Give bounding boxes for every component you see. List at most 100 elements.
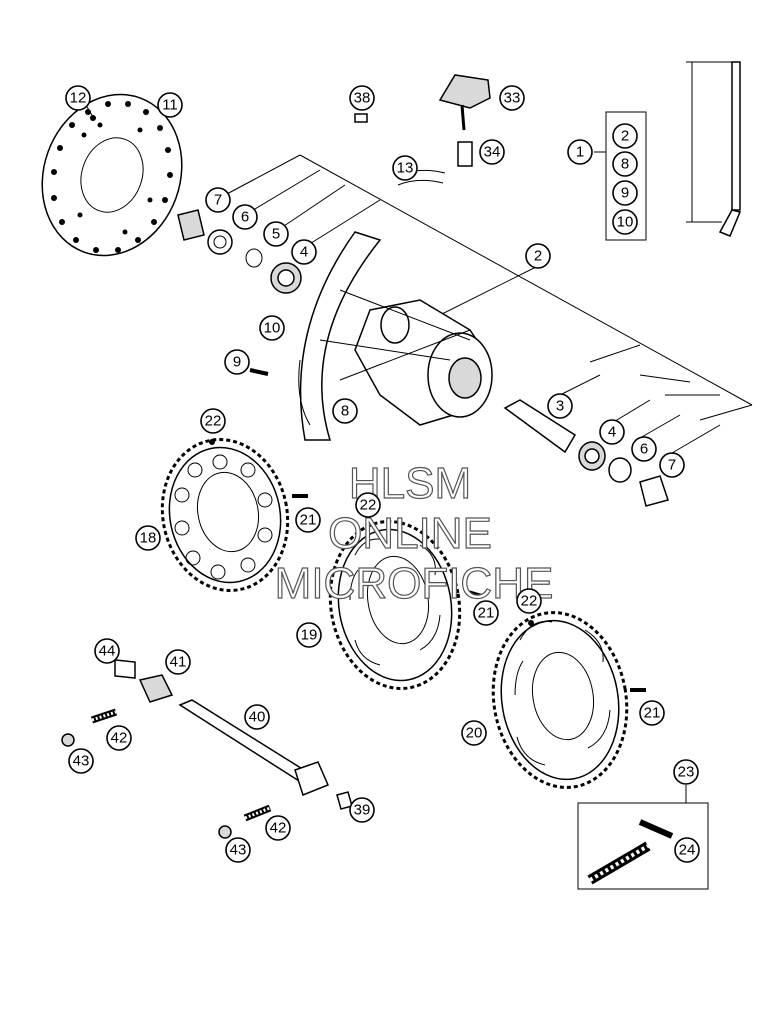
callout-label: 5 [272, 226, 280, 243]
right-bearing-stack [503, 399, 669, 507]
callout-10: 10 [612, 209, 638, 235]
callout-43: 43 [68, 748, 94, 774]
callout-21: 21 [639, 700, 665, 726]
callout-label: 6 [241, 209, 249, 226]
callout-38: 38 [349, 85, 375, 111]
sprocket-18 [160, 438, 290, 592]
callout-20: 20 [461, 720, 487, 746]
callout-4: 4 [599, 419, 625, 445]
watermark-line-3: MICROFICHE [275, 559, 554, 608]
callout-9: 9 [612, 180, 638, 206]
callout-7: 7 [205, 187, 231, 213]
callout-label: 13 [397, 160, 414, 177]
callout-21: 21 [295, 507, 321, 533]
valve-cap [438, 74, 491, 167]
callout-label: 22 [360, 497, 377, 514]
callout-41: 41 [165, 649, 191, 675]
callout-label: 40 [249, 709, 266, 726]
callout-label: 21 [644, 705, 661, 722]
callout-label: 2 [534, 248, 542, 265]
callout-6: 6 [631, 436, 657, 462]
callout-label: 6 [640, 441, 648, 458]
axle-assembly [61, 659, 353, 839]
callout-label: 10 [617, 214, 634, 231]
sprocket-20 [491, 611, 629, 789]
callout-label: 4 [608, 424, 616, 441]
rim-segment [298, 231, 382, 441]
callout-42: 42 [106, 725, 132, 751]
callout-40: 40 [244, 704, 270, 730]
callout-label: 7 [214, 192, 222, 209]
callout-19: 19 [296, 622, 322, 648]
callout-39: 39 [349, 797, 375, 823]
callout-5: 5 [263, 221, 289, 247]
callout-10: 10 [259, 315, 285, 341]
callout-label: 10 [264, 320, 281, 337]
callout-2: 2 [525, 243, 551, 269]
callout-8: 8 [612, 151, 638, 177]
callout-label: 33 [504, 90, 521, 107]
callout-33: 33 [499, 85, 525, 111]
callout-label: 38 [354, 90, 371, 107]
callout-label: 39 [354, 802, 371, 819]
watermark: HLSM ONLINE MICROFICHE [274, 458, 554, 608]
callout-label: 20 [466, 725, 483, 742]
callout-1: 1 [567, 139, 593, 165]
callout-3: 3 [547, 393, 573, 419]
callout-44: 44 [94, 638, 120, 664]
callout-label: 18 [140, 530, 157, 547]
callout-34: 34 [479, 139, 505, 165]
callout-label: 11 [162, 97, 178, 114]
callout-22: 22 [355, 492, 381, 518]
callout-label: 4 [300, 244, 308, 261]
callout-label: 22 [521, 593, 538, 610]
callout-label: 21 [478, 605, 495, 622]
watermark-line-1: HLSM [349, 459, 471, 508]
callout-label: 34 [484, 144, 501, 161]
callout-label: 1 [576, 144, 584, 161]
callout-label: 22 [205, 413, 222, 430]
sprocket-19 [328, 520, 462, 690]
callout-label: 43 [73, 753, 90, 770]
callout-11: 11 [157, 92, 183, 118]
callout-label: 42 [270, 820, 287, 837]
callout-42: 42 [265, 815, 291, 841]
callout-8: 8 [332, 398, 358, 424]
callout-label: 23 [678, 764, 695, 781]
callout-7: 7 [659, 452, 685, 478]
watermark-line-2: ONLINE [328, 509, 492, 558]
left-bearing-stack [177, 209, 302, 294]
callout-23: 23 [673, 759, 699, 785]
callout-label: 24 [679, 842, 696, 859]
callout-2: 2 [612, 123, 638, 149]
callout-label: 21 [300, 512, 317, 529]
callout-label: 7 [668, 457, 676, 474]
callout-9: 9 [224, 349, 250, 375]
rear-hub [319, 289, 493, 426]
callout-24: 24 [674, 837, 700, 863]
callout-label: 12 [70, 90, 87, 107]
callout-22: 22 [516, 588, 542, 614]
callout-label: 9 [233, 354, 241, 371]
callout-43: 43 [225, 837, 251, 863]
callout-label: 41 [170, 654, 187, 671]
callout-label: 42 [111, 730, 128, 747]
callout-12: 12 [65, 85, 91, 111]
callout-label: 3 [556, 398, 564, 415]
callout-label: 9 [621, 185, 629, 202]
callout-label: 43 [230, 842, 247, 859]
callout-label: 2 [621, 128, 629, 145]
callout-label: 44 [99, 643, 116, 660]
spoke-length-diagram [594, 61, 742, 241]
brake-disc [41, 93, 183, 257]
callout-21: 21 [473, 600, 499, 626]
callout-6: 6 [232, 204, 258, 230]
callout-18: 18 [135, 525, 161, 551]
callout-4: 4 [291, 239, 317, 265]
callout-13: 13 [392, 155, 418, 181]
callout-label: 8 [341, 403, 349, 420]
chain-kit [577, 785, 709, 890]
nipple-part [354, 113, 368, 123]
callout-label: 8 [621, 156, 629, 173]
